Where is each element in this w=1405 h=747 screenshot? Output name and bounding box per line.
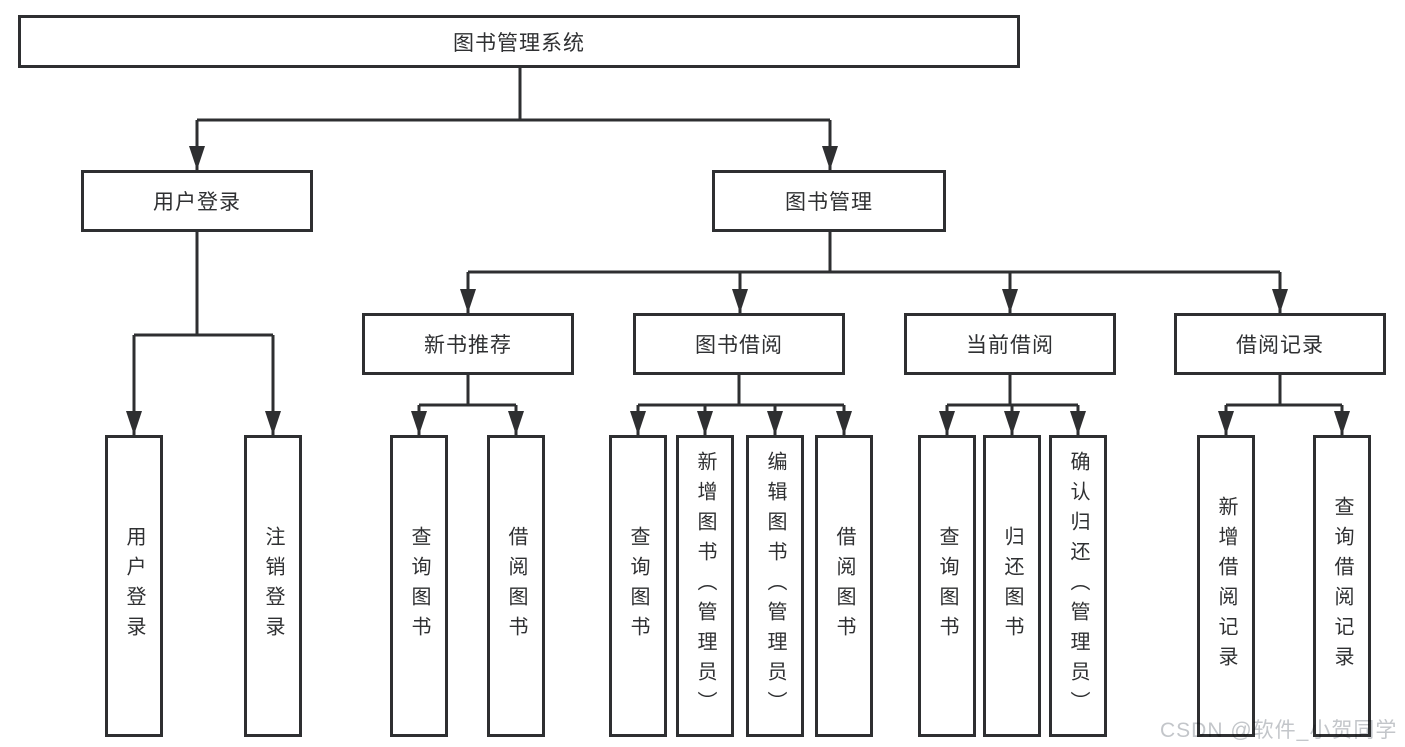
node-library-management-system: 图书管理系统 bbox=[18, 15, 1020, 68]
leaf-user-login: 用户登录 bbox=[105, 435, 163, 737]
node-book-management: 图书管理 bbox=[712, 170, 946, 232]
node-book-borrowing: 图书借阅 bbox=[633, 313, 845, 375]
leaf-label: 归还图书 bbox=[1001, 526, 1023, 646]
node-label: 借阅记录 bbox=[1236, 334, 1324, 357]
node-label: 图书管理 bbox=[785, 191, 873, 214]
leaf-label: 用户登录 bbox=[123, 526, 145, 646]
leaf-label: 新增借阅记录 bbox=[1215, 496, 1237, 676]
node-label: 当前借阅 bbox=[966, 334, 1054, 357]
leaf-label: 新增图书（管理员） bbox=[694, 451, 716, 721]
leaf-label: 查询图书 bbox=[408, 526, 430, 646]
leaf-logout: 注销登录 bbox=[244, 435, 302, 737]
leaf-confirm-return-admin: 确认归还（管理员） bbox=[1049, 435, 1107, 737]
node-new-book-recommendation: 新书推荐 bbox=[362, 313, 574, 375]
node-label: 图书管理系统 bbox=[453, 31, 585, 55]
leaf-label: 确认归还（管理员） bbox=[1067, 451, 1089, 721]
leaf-query-books-current: 查询图书 bbox=[918, 435, 976, 737]
leaf-return-books: 归还图书 bbox=[983, 435, 1041, 737]
leaf-label: 注销登录 bbox=[262, 526, 284, 646]
leaf-label: 查询借阅记录 bbox=[1331, 496, 1353, 676]
leaf-add-borrow-record: 新增借阅记录 bbox=[1197, 435, 1255, 737]
csdn-watermark: CSDN @软件_小贺同学 bbox=[1160, 719, 1398, 742]
leaf-label: 查询图书 bbox=[936, 526, 958, 646]
node-borrowing-records: 借阅记录 bbox=[1174, 313, 1386, 375]
leaf-label: 查询图书 bbox=[627, 526, 649, 646]
leaf-label: 借阅图书 bbox=[505, 526, 527, 646]
leaf-query-books-recommend: 查询图书 bbox=[390, 435, 448, 737]
leaf-label: 编辑图书（管理员） bbox=[764, 451, 786, 721]
leaf-query-books-borrowing: 查询图书 bbox=[609, 435, 667, 737]
leaf-edit-books-admin: 编辑图书（管理员） bbox=[746, 435, 804, 737]
leaf-borrow-books-recommend: 借阅图书 bbox=[487, 435, 545, 737]
leaf-label: 借阅图书 bbox=[833, 526, 855, 646]
node-current-borrowing: 当前借阅 bbox=[904, 313, 1116, 375]
leaf-add-books-admin: 新增图书（管理员） bbox=[676, 435, 734, 737]
node-label: 图书借阅 bbox=[695, 334, 783, 357]
node-label: 新书推荐 bbox=[424, 334, 512, 357]
node-label: 用户登录 bbox=[153, 191, 241, 214]
node-user-login: 用户登录 bbox=[81, 170, 313, 232]
leaf-query-borrow-record: 查询借阅记录 bbox=[1313, 435, 1371, 737]
leaf-borrow-books: 借阅图书 bbox=[815, 435, 873, 737]
